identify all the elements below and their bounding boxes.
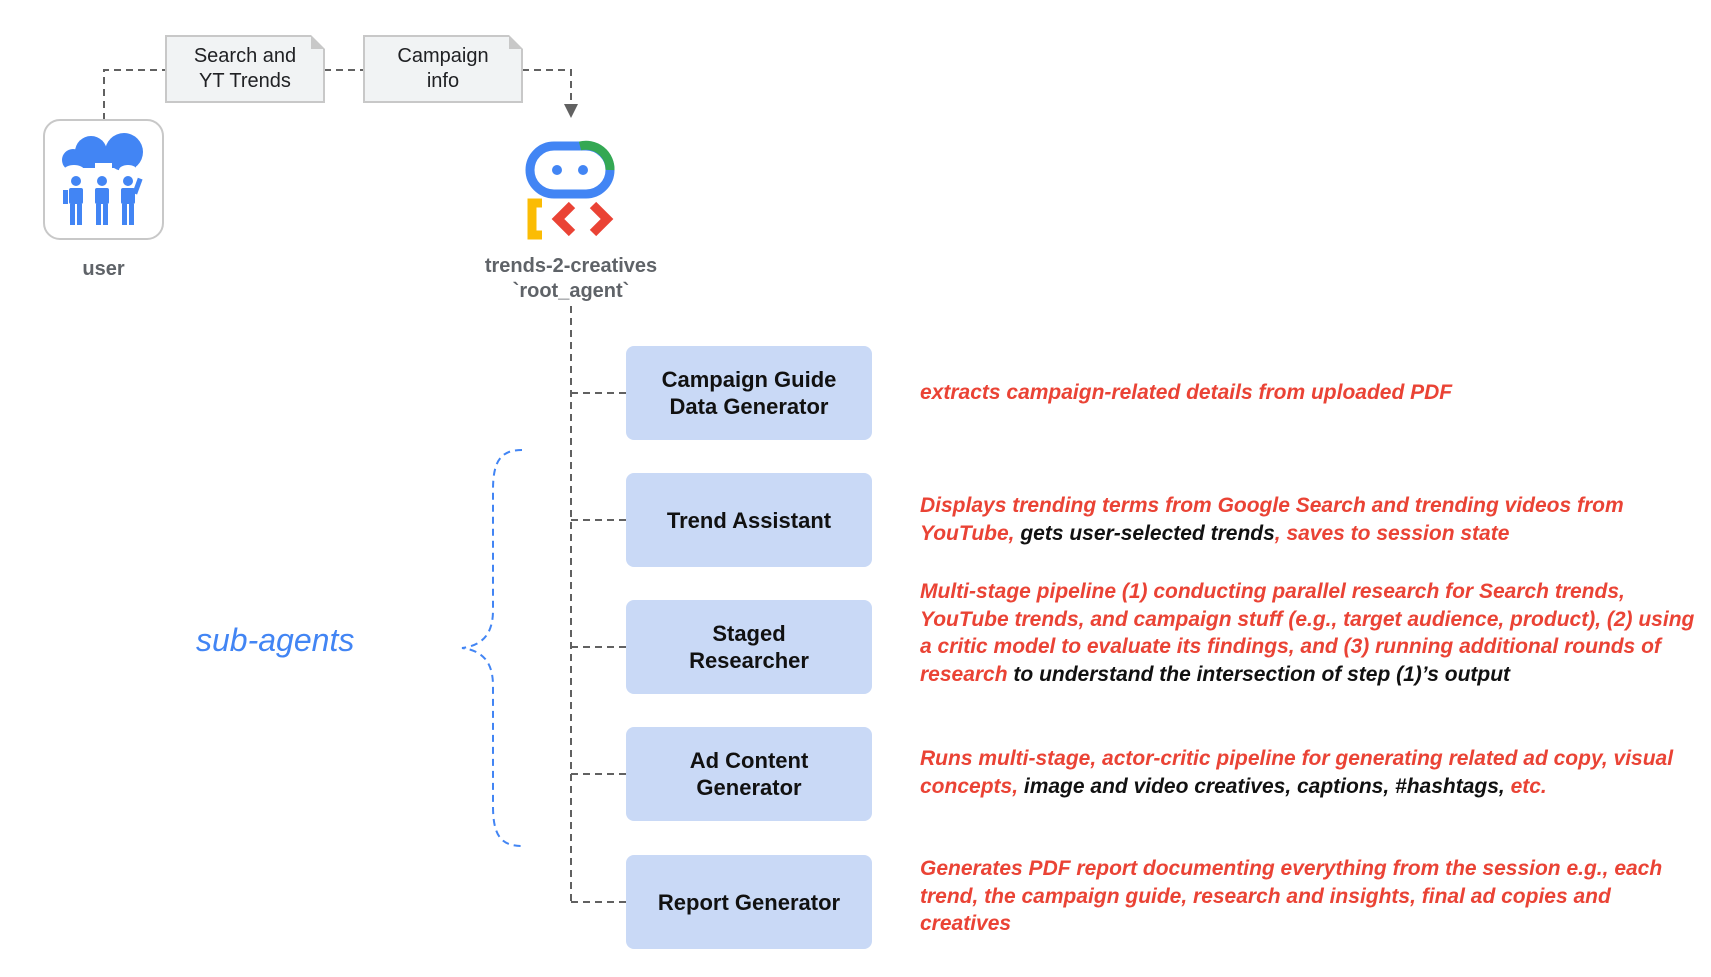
root-agent-subtitle: `root_agent`	[512, 280, 630, 302]
note-label: Campaign info	[397, 45, 489, 92]
brace-icon	[461, 449, 523, 847]
desc-segment: etc.	[1510, 774, 1547, 798]
root-agent-name: trends-2-creatives	[484, 255, 658, 277]
desc-segment: Displays trending terms from Google Sear…	[920, 494, 1624, 545]
agent-report-generator-box: Report Generator	[626, 855, 872, 949]
agent-description-staged-researcher: Multi-stage pipeline (1) conducting para…	[920, 578, 1700, 688]
agent-campaign-guide-box: Campaign Guide Data Generator	[626, 346, 872, 440]
desc-segment: gets user-selected trends	[1020, 521, 1275, 545]
sub-agents-label: sub-agents	[196, 622, 355, 658]
agent-description-trend-assistant: Displays trending terms from Google Sear…	[920, 492, 1700, 547]
agent-description-ad-content: Runs multi-stage, actor-critic pipeline …	[920, 745, 1700, 800]
desc-segment: to understand the intersection of step (…	[1007, 662, 1511, 686]
note-campaign-info: Campaign info	[363, 35, 523, 103]
agent-trend-assistant-box: Trend Assistant	[626, 473, 872, 567]
agent-description-report-generator: Generates PDF report documenting everyth…	[920, 855, 1700, 938]
agent-description-campaign-guide: extracts campaign-related details from u…	[920, 379, 1700, 407]
desc-segment: , saves to session state	[1274, 521, 1510, 545]
desc-segment: Multi-stage pipeline (1) conducting para…	[920, 580, 1695, 686]
note-to-root-line	[522, 69, 572, 104]
desc-segment: extracts campaign-related details from u…	[920, 381, 1453, 404]
user-group-icon	[43, 119, 164, 240]
agent-ad-content-box: Ad Content Generator	[626, 727, 872, 821]
note-search-yt-trends: Search and YT Trends	[165, 35, 325, 103]
desc-segment: Runs multi-stage, actor-critic pipeline …	[920, 747, 1674, 798]
agent-logo-icon	[525, 140, 615, 240]
desc-segment: Generates PDF report documenting everyth…	[920, 857, 1663, 935]
arrow-head-icon	[564, 104, 578, 118]
user-to-notes-line	[103, 69, 166, 120]
agent-staged-researcher-box: Staged Researcher	[626, 600, 872, 694]
user-label: user	[82, 258, 125, 280]
desc-segment: image and video creatives, captions, #ha…	[1023, 774, 1511, 798]
note-label: Search and YT Trends	[193, 45, 297, 92]
